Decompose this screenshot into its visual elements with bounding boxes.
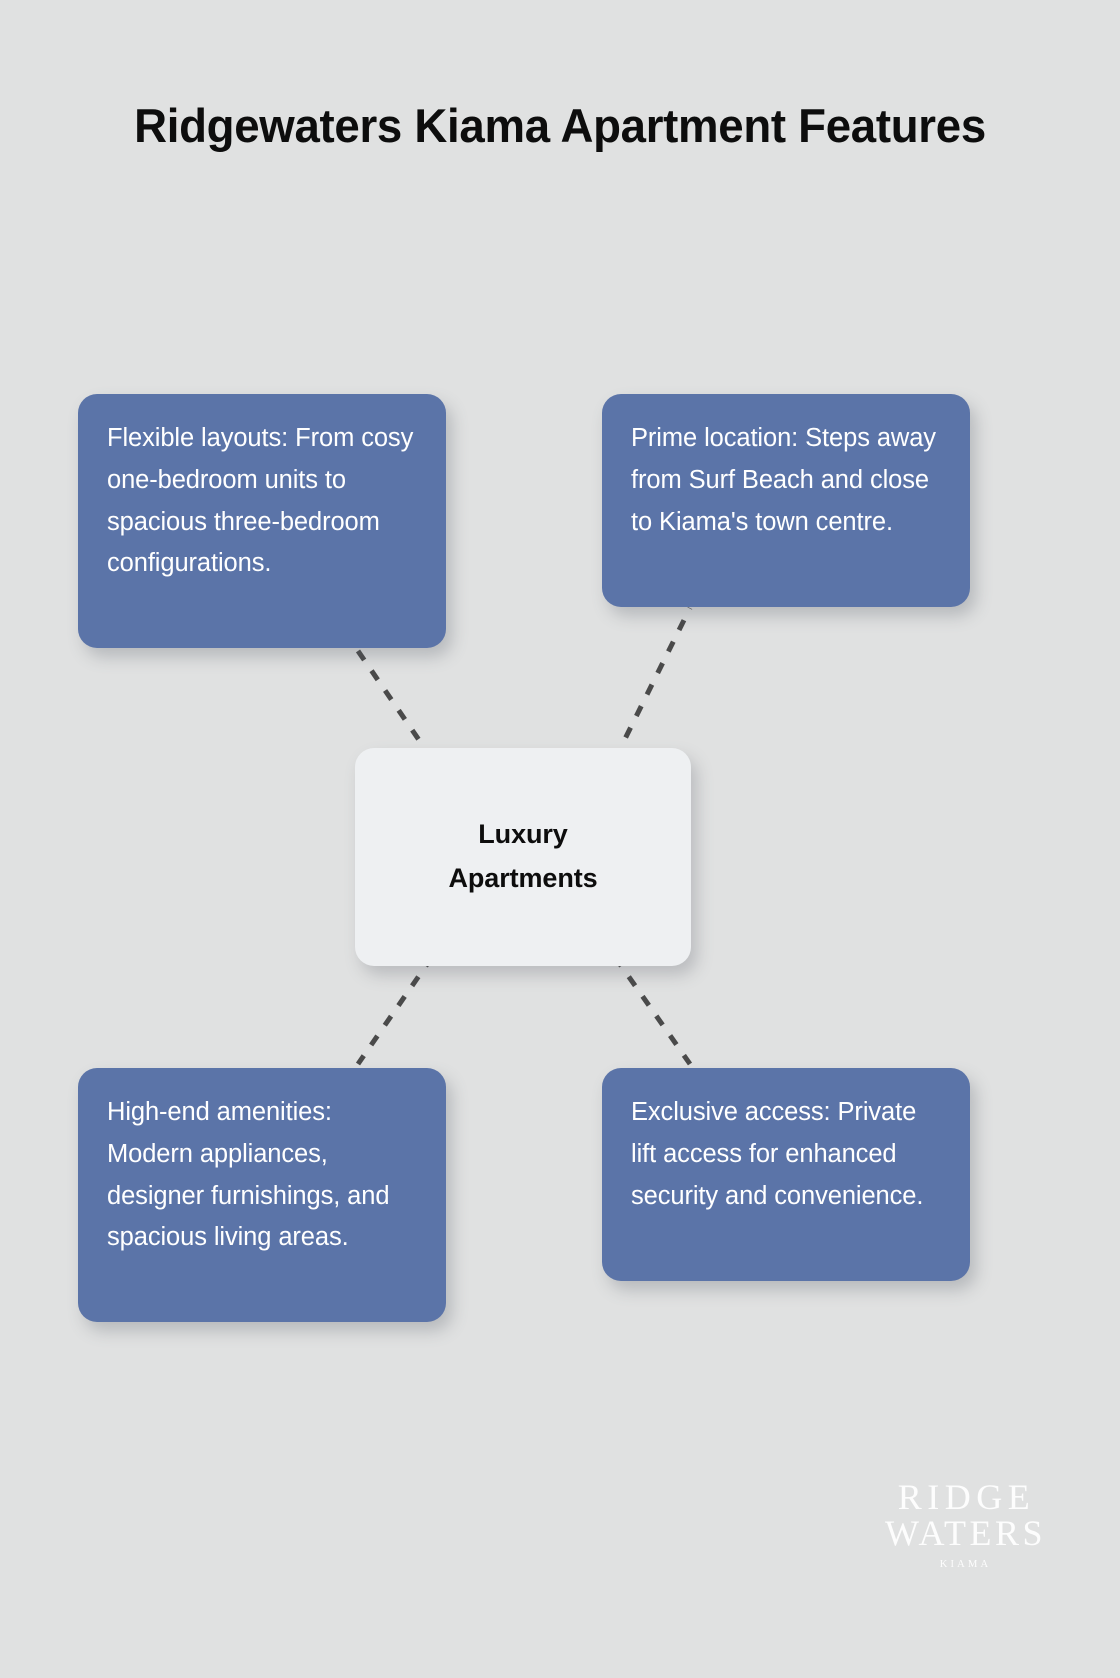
feature-card-top-left-text: Flexible layouts: From cosy one-bedroom … xyxy=(107,424,414,578)
feature-card-top-left[interactable]: Flexible layouts: From cosy one-bedroom … xyxy=(78,394,446,648)
center-node-luxury-apartments[interactable]: Luxury Apartments xyxy=(355,748,691,966)
connector-center-to-top-left xyxy=(353,646,435,761)
brand-watermark-line-1: RIDGE xyxy=(897,1477,1036,1518)
brand-watermark-line-3: KIAMA xyxy=(939,1559,992,1571)
feature-card-bottom-left-text: High-end amenities: Modern appliances, d… xyxy=(107,1098,390,1252)
center-node-label: Luxury Apartments xyxy=(448,813,597,900)
connector-center-to-bottom-left xyxy=(355,955,435,1066)
page-title: Ridgewaters Kiama Apartment Features xyxy=(134,99,986,152)
feature-card-top-right-text: Prime location: Steps away from Surf Bea… xyxy=(631,424,936,536)
feature-card-bottom-right-text: Exclusive access: Private lift access fo… xyxy=(631,1098,924,1210)
connector-center-to-top-right xyxy=(612,606,693,761)
feature-card-top-right[interactable]: Prime location: Steps away from Surf Bea… xyxy=(602,394,970,607)
feature-card-bottom-left[interactable]: High-end amenities: Modern appliances, d… xyxy=(78,1068,446,1322)
center-node-label-line-1: Luxury xyxy=(478,819,568,850)
connector-center-to-bottom-right xyxy=(612,955,693,1066)
center-node-label-line-2: Apartments xyxy=(448,863,598,893)
feature-card-bottom-right[interactable]: Exclusive access: Private lift access fo… xyxy=(602,1068,970,1281)
brand-watermark-line-2: WATERS xyxy=(884,1513,1046,1554)
brand-watermark-logo: RIDGE WATERS KIAMA xyxy=(854,1477,1074,1571)
